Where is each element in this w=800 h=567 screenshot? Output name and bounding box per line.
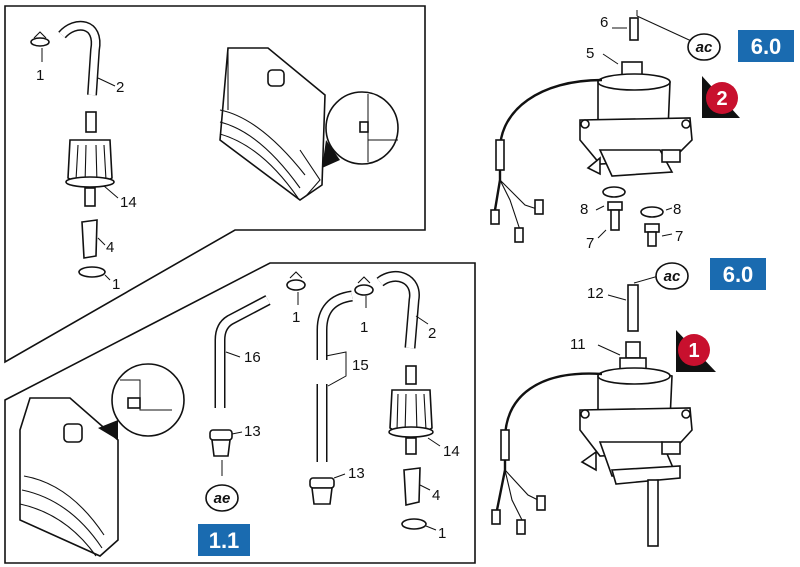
- section-badge: [710, 258, 766, 290]
- section-badge-text: 6.0: [751, 34, 782, 59]
- upper-left-frame: [4, 5, 426, 364]
- callout-8: 8: [673, 201, 681, 218]
- oval-label: [205, 484, 239, 512]
- section-badge: [738, 30, 794, 62]
- step-number: 2: [716, 88, 727, 110]
- section-badge-text: 1.1: [209, 528, 240, 553]
- hose-clamp-icon: [354, 276, 374, 296]
- pin-icon: [627, 284, 639, 332]
- callout-16: 16: [244, 349, 261, 366]
- hose-clamp-icon: [30, 31, 50, 47]
- oval-label-text: ac: [696, 39, 713, 56]
- fuel-filter-icon: [388, 365, 434, 455]
- callout-1: 1: [360, 319, 368, 336]
- callout-8: 8: [580, 201, 588, 218]
- wire-harness: [495, 372, 603, 511]
- callout-13: 13: [348, 465, 365, 482]
- hose-clamp-icon: [286, 271, 306, 291]
- callout-7: 7: [675, 228, 683, 245]
- fuel-filter-icon: [65, 111, 115, 207]
- section-badge: [198, 524, 250, 556]
- washer-icon: [602, 186, 626, 198]
- hose-clamp-icon: [78, 266, 106, 278]
- strainer-icon: [309, 477, 335, 505]
- short-hose-icon: [81, 219, 98, 259]
- bolt-icon: [644, 223, 660, 247]
- callout-1: 1: [36, 67, 44, 84]
- fuel-pump-icon: [579, 61, 693, 177]
- lower-left-frame: [4, 262, 476, 564]
- tank-icon: [219, 47, 326, 201]
- callout-11: 11: [570, 336, 586, 353]
- hose-clamp-icon: [401, 518, 427, 530]
- callout-6: 6: [600, 14, 608, 31]
- callout-15: 15: [352, 357, 369, 374]
- callout-12: 12: [587, 285, 604, 302]
- oval-label-text: ae: [214, 490, 231, 507]
- section-badge-text: 6.0: [723, 262, 754, 287]
- short-hose-icon: [403, 467, 421, 506]
- fuel-pump-icon: [579, 341, 693, 547]
- callout-7: 7: [586, 235, 594, 252]
- callout-2: 2: [428, 325, 436, 342]
- step-marker-icon: 2: [702, 76, 740, 118]
- callout-2: 2: [116, 79, 124, 96]
- step-number: 1: [688, 340, 699, 362]
- callout-1: 1: [438, 525, 446, 542]
- callout-1: 1: [292, 309, 300, 326]
- magnifier-detail-icon: [98, 363, 185, 440]
- callout-1: 1: [112, 276, 120, 293]
- magnifier-detail-icon: [322, 91, 399, 168]
- washer-icon: [640, 206, 664, 218]
- callout-4: 4: [106, 239, 114, 256]
- oval-label: [687, 33, 721, 61]
- callout-13: 13: [244, 423, 261, 440]
- callout-14: 14: [443, 443, 460, 460]
- oval-label: [655, 262, 689, 290]
- bolt-icon: [607, 201, 623, 231]
- pin-icon: [629, 17, 639, 41]
- tank-icon: [19, 397, 119, 557]
- strainer-icon: [209, 429, 233, 457]
- step-marker-icon: 1: [676, 330, 716, 372]
- callout-14: 14: [120, 194, 137, 211]
- callout-5: 5: [586, 45, 594, 62]
- oval-label-text: ac: [664, 268, 681, 285]
- callout-4: 4: [432, 487, 440, 504]
